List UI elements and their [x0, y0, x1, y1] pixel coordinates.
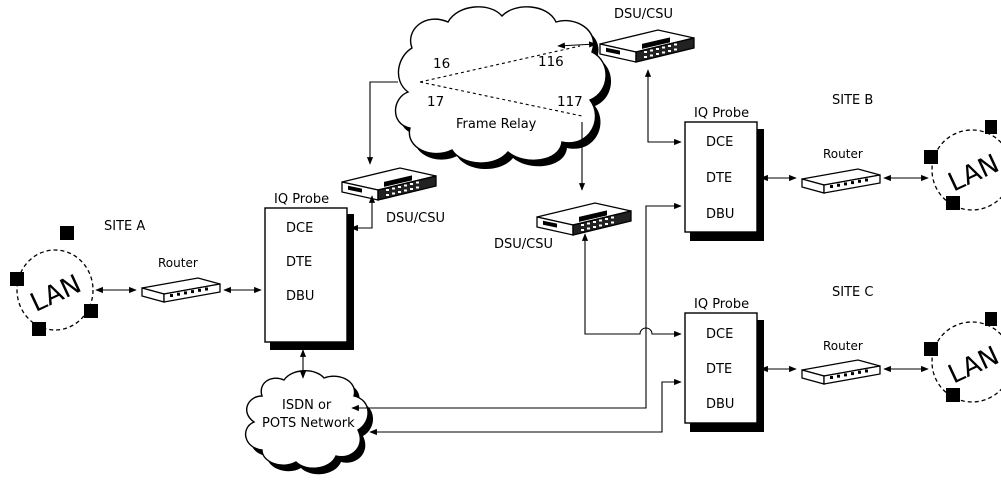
dsu-csu-label-top: DSU/CSU: [614, 7, 674, 22]
port-dce-site-b: DCE: [706, 135, 734, 150]
port-dte-site-b: DTE: [706, 171, 733, 186]
frame-relay-cloud: [394, 6, 612, 170]
dlci-116-label: 116: [538, 54, 564, 70]
lan-ring-site-c: [924, 312, 1001, 403]
iq-probe-title-site-b: IQ Probe: [694, 106, 750, 121]
dlci-17-label: 17: [427, 94, 445, 110]
lan-label-site-a: LAN: [26, 269, 86, 318]
dsu-csu-device-left: [341, 167, 437, 201]
router-device-site-c: [801, 359, 881, 385]
iq-probe-title-site-a: IQ Probe: [274, 192, 330, 207]
isdn-cloud: [244, 370, 374, 475]
dlci-117-label: 117: [557, 94, 583, 110]
lan-ring-site-a: [10, 226, 98, 336]
port-dbu-site-a: DBU: [286, 289, 315, 304]
router-label-site-b: Router: [823, 147, 863, 161]
dsu-csu-device-top: [599, 29, 695, 63]
frame-relay-label: Frame Relay: [456, 117, 537, 132]
lan-label-site-b: LAN: [944, 149, 1001, 198]
router-label-site-c: Router: [823, 339, 863, 353]
lan-ring-site-b: [924, 120, 1001, 211]
isdn-label-line1: ISDN or: [282, 398, 332, 413]
port-dte-site-a: DTE: [286, 255, 313, 270]
isdn-label-line2: POTS Network: [262, 416, 355, 431]
dsu-csu-device-right: [536, 202, 632, 236]
port-dbu-site-b: DBU: [706, 207, 735, 222]
connection-lines: [95, 41, 929, 436]
dlci-16-label: 16: [433, 56, 451, 72]
iq-probe-site-c: [684, 312, 764, 432]
site-b-label: SITE B: [832, 93, 874, 108]
port-dce-site-a: DCE: [286, 221, 314, 236]
iq-probe-title-site-c: IQ Probe: [694, 297, 750, 312]
port-dte-site-c: DTE: [706, 362, 733, 377]
router-device-site-b: [801, 168, 881, 194]
iq-probe-site-a: [264, 207, 354, 350]
site-a-label: SITE A: [104, 219, 146, 234]
router-label-site-a: Router: [158, 256, 198, 270]
iq-probe-site-b: [684, 121, 764, 241]
port-dce-site-c: DCE: [706, 327, 734, 342]
site-c-label: SITE C: [832, 285, 874, 300]
router-device-site-a: [141, 277, 221, 303]
dsu-csu-label-right: DSU/CSU: [494, 237, 554, 252]
lan-label-site-c: LAN: [944, 341, 1001, 390]
dsu-csu-label-left: DSU/CSU: [386, 211, 446, 226]
port-dbu-site-c: DBU: [706, 397, 735, 412]
